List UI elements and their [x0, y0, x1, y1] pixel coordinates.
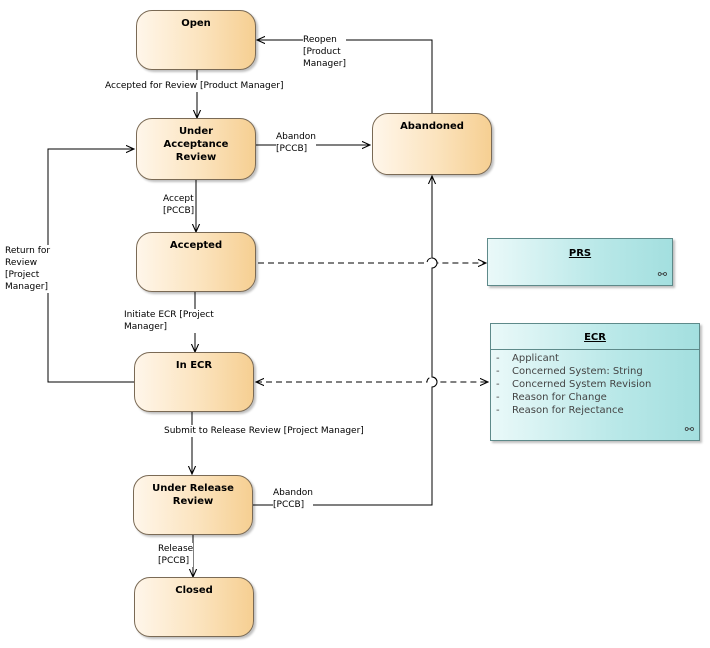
state-abandoned-label: Abandoned [400, 121, 464, 132]
link-icon: ⚯ [657, 268, 667, 281]
state-under-release-review-label: Under Release Review [152, 483, 234, 507]
label-submit-release-review: Submit to Release Review [Project Manage… [164, 425, 364, 437]
dependency-accepted-prs [258, 257, 486, 263]
label-abandon-2: Abandon[PCCB] [273, 487, 314, 511]
state-closed[interactable]: Closed [134, 577, 254, 637]
class-attribute: -Concerned System: String [496, 366, 643, 377]
label-accept: Accept[PCCB] [163, 193, 195, 217]
class-attribute: -Concerned System Revision [496, 379, 652, 390]
class-prs[interactable]: PRS ⚯ [487, 238, 673, 286]
transition-abandon-2 [253, 176, 438, 506]
dependency-inecr-ecr [256, 376, 488, 382]
state-open-label: Open [181, 18, 211, 29]
class-attribute: -Reason for Rejectance [496, 405, 624, 416]
state-under-acceptance-review-label: Under Acceptance Review [163, 126, 229, 163]
state-closed-label: Closed [175, 585, 213, 596]
state-accepted[interactable]: Accepted [136, 232, 256, 292]
state-in-ecr-label: In ECR [175, 360, 213, 371]
class-ecr[interactable]: ECR -Applicant -Concerned System: String… [490, 323, 700, 441]
state-in-ecr[interactable]: In ECR [134, 352, 254, 412]
class-ecr-title: ECR [584, 332, 606, 343]
class-prs-title: PRS [568, 248, 592, 259]
label-accepted-for-review: Accepted for Review [Product Manager] [105, 80, 284, 92]
class-attribute: -Applicant [496, 353, 559, 364]
class-attribute: -Reason for Change [496, 392, 607, 403]
state-under-release-review[interactable]: Under Release Review [133, 475, 253, 535]
label-release: Release[PCCB] [158, 543, 194, 567]
state-under-acceptance-review[interactable]: Under Acceptance Review [136, 118, 256, 180]
link-icon: ⚯ [684, 423, 694, 436]
label-abandon-1: Abandon[PCCB] [276, 131, 317, 155]
state-abandoned[interactable]: Abandoned [372, 113, 492, 175]
transition-return-for-review [47, 149, 134, 383]
state-open[interactable]: Open [136, 10, 256, 70]
class-ecr-attributes: -Applicant -Concerned System: String -Co… [491, 349, 699, 417]
state-accepted-label: Accepted [169, 240, 223, 251]
